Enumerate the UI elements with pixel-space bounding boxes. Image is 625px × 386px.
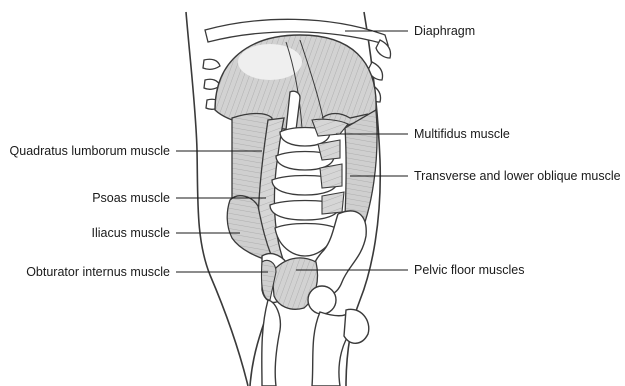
label-obturator: Obturator internus muscle [26,265,170,279]
label-psoas: Psoas muscle [92,191,170,205]
label-multifidus: Multifidus muscle [414,127,510,141]
label-pelvic-floor: Pelvic floor muscles [414,263,524,277]
label-diaphragm: Diaphragm [414,24,475,38]
label-iliacus: Iliacus muscle [92,226,171,240]
label-quadratus: Quadratus lumborum muscle [10,144,170,158]
label-transverse: Transverse and lower oblique muscle [414,169,621,183]
